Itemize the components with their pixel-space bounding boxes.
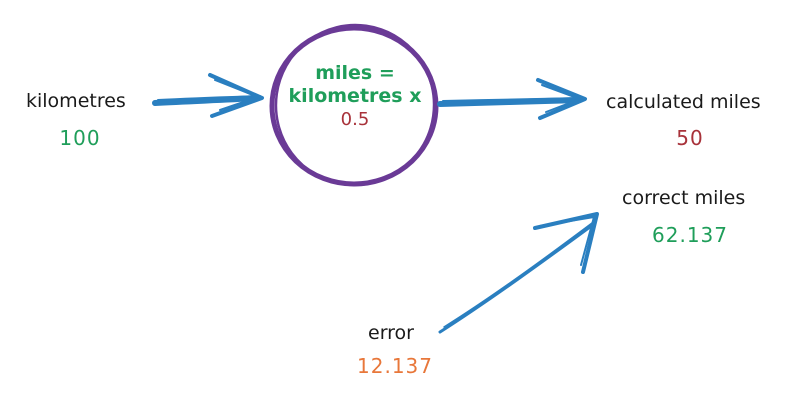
arrow-up-right-icon bbox=[438, 212, 599, 334]
input-label: kilometres bbox=[26, 90, 126, 112]
input-value: 100 bbox=[59, 126, 101, 150]
function-circle bbox=[269, 23, 439, 187]
arrow-right-icon bbox=[152, 73, 264, 118]
error-label: error bbox=[368, 322, 414, 344]
formula-constant: 0.5 bbox=[340, 109, 370, 130]
function-formula: miles = kilometres x 0.5 bbox=[289, 62, 422, 131]
formula-line-1: miles = bbox=[315, 62, 395, 84]
formula-line-2: kilometres x bbox=[288, 85, 422, 107]
calculated-value: 50 bbox=[676, 126, 704, 150]
calculated-label: calculated miles bbox=[606, 91, 761, 113]
correct-label: correct miles bbox=[622, 187, 746, 209]
arrow-right-icon bbox=[437, 78, 587, 120]
correct-value: 62.137 bbox=[652, 223, 728, 247]
error-value: 12.137 bbox=[357, 354, 433, 378]
